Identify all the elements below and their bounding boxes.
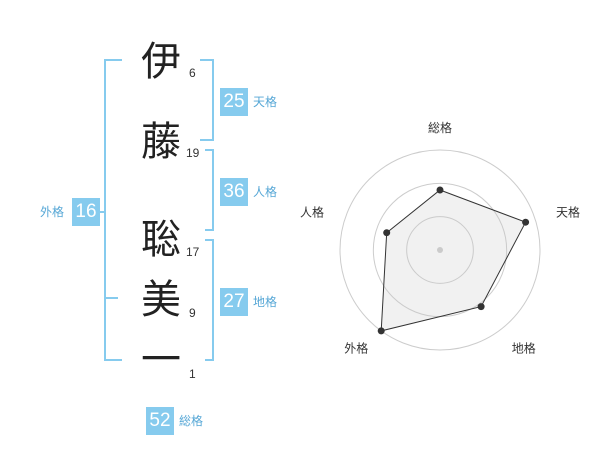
radar-point-1	[436, 186, 444, 194]
stroke-count-5: 1	[189, 367, 196, 381]
radar-label-2: 天格	[556, 204, 580, 219]
radar-point-5	[383, 229, 391, 237]
radar-ring-3	[339, 149, 541, 351]
radar-point-3	[477, 303, 485, 311]
radar-label-1: 総格	[428, 120, 452, 135]
jinkaku-label: 人格	[253, 185, 278, 199]
jinkaku-value: 36	[220, 178, 248, 206]
radar-polygon	[380, 189, 527, 332]
gaikaku-label: 外格	[40, 205, 65, 219]
jinkaku-bracket	[205, 149, 214, 231]
chikaku-value: 27	[220, 288, 248, 316]
chikaku-label: 地格	[253, 295, 278, 309]
radar-label-4: 外格	[344, 341, 368, 356]
radar-center	[437, 247, 443, 253]
tenkaku-bracket	[200, 59, 214, 141]
radar-point-4	[377, 327, 385, 335]
radar-point-2	[522, 218, 530, 226]
stroke-count-3: 17	[186, 245, 200, 259]
tenkaku-label: 天格	[253, 95, 278, 109]
stroke-count-2: 19	[186, 146, 200, 160]
stroke-count-1: 6	[189, 66, 196, 80]
radar-label-5: 人格	[300, 204, 324, 219]
name-char-1: 伊	[141, 39, 181, 85]
radar-label-3: 地格	[512, 341, 536, 356]
name-char-4: 美	[141, 277, 181, 323]
soukaku-label: 総格	[179, 414, 204, 428]
gaikaku-value: 16	[72, 198, 100, 226]
tenkaku-value: 25	[220, 88, 248, 116]
name-char-2: 藤	[141, 119, 181, 165]
stroke-count-4: 9	[189, 306, 196, 320]
name-char-3: 聡	[141, 217, 181, 263]
name-char-5: 一	[141, 337, 181, 383]
soukaku-value: 52	[146, 407, 174, 435]
chikaku-bracket	[205, 239, 214, 361]
radar-ring-1	[406, 216, 474, 284]
gaikaku-bracket	[104, 59, 122, 361]
